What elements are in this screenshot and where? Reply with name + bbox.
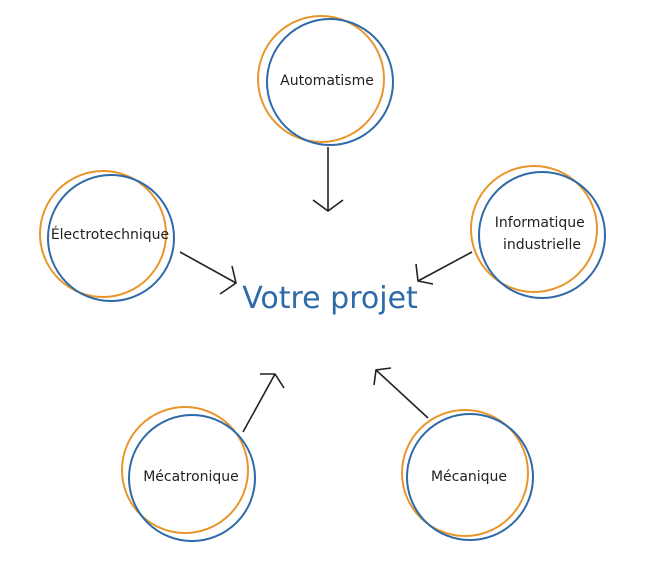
node-automatisme-orange-ring <box>257 15 385 143</box>
arrow-electrotechnique-to-center <box>179 251 237 295</box>
node-mecanique-orange-ring <box>401 409 529 537</box>
node-electrotechnique-label: Électrotechnique <box>51 226 169 243</box>
node-mecanique: Mécanique <box>401 409 534 541</box>
arrow-mecanique-to-center <box>373 367 429 419</box>
node-informatique-blue-ring <box>478 171 606 299</box>
node-automatisme-blue-ring <box>266 18 394 146</box>
node-informatique-label-line2: industrielle <box>503 237 581 253</box>
svg-text:Automatisme: Automatisme <box>280 73 374 89</box>
node-informatique-label-line1: Informatique <box>495 215 585 231</box>
node-mecatronique-blue-ring <box>128 414 256 542</box>
node-mecatronique-orange-ring <box>121 406 249 534</box>
node-mecanique-blue-ring <box>406 413 534 541</box>
node-electrotechnique-blue-ring <box>47 174 175 302</box>
arrow-mecatronique-to-center <box>242 373 285 433</box>
svg-text:Mécatronique: Mécatronique <box>143 469 239 485</box>
node-informatique-orange-ring <box>470 165 598 293</box>
node-mecanique-label: Mécanique <box>431 469 507 485</box>
center-title: Votre projet <box>242 281 418 316</box>
svg-text:Mécanique: Mécanique <box>431 469 507 485</box>
node-mecatronique: Mécatronique <box>121 406 256 542</box>
node-automatisme: Automatisme <box>257 15 394 146</box>
arrow-automatisme-to-center <box>312 147 344 212</box>
node-electrotechnique-orange-ring <box>39 170 167 298</box>
node-automatisme-label: Automatisme <box>280 73 374 89</box>
node-mecatronique-label: Mécatronique <box>143 469 239 485</box>
node-informatique-industrielle: Informatique industrielle <box>470 165 606 299</box>
node-electrotechnique: Électrotechnique <box>39 170 175 302</box>
svg-text:Informatique industriell: Informatique industrielle <box>495 215 589 253</box>
svg-text:Électrotechnique: Électrotechnique <box>51 226 169 243</box>
arrow-informatique-to-center <box>415 251 473 285</box>
